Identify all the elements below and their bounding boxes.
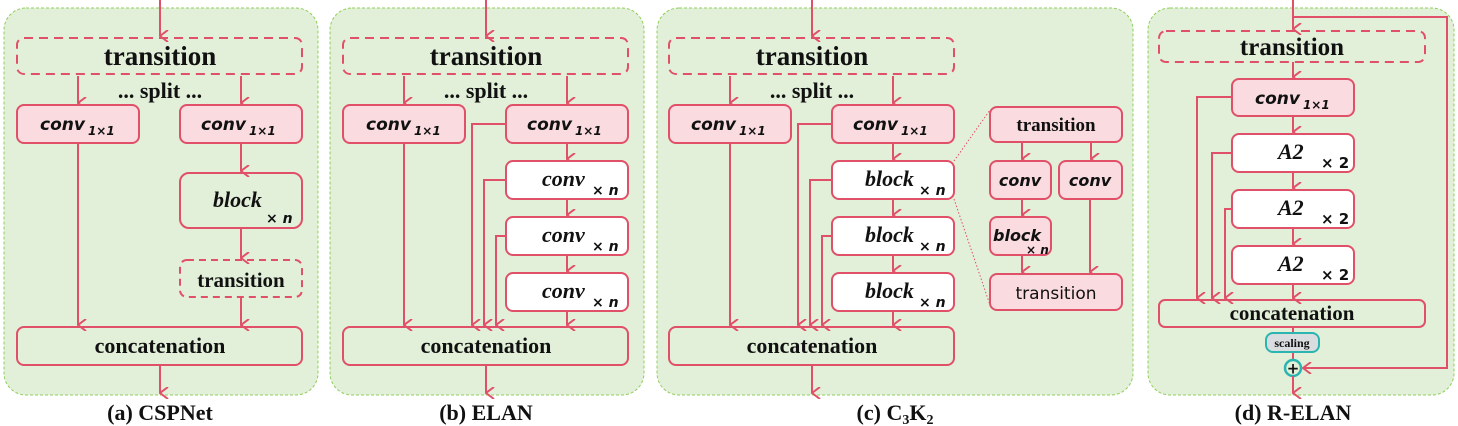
stack-label-2: block: [865, 222, 914, 247]
skip-edge: [1224, 208, 1232, 298]
block-label: block: [213, 187, 262, 212]
skip-edge: [1196, 96, 1232, 298]
stack-label-1: conv: [542, 166, 585, 191]
transition-box: [1158, 30, 1426, 63]
panel-caption: (a) CSPNet: [107, 400, 213, 425]
zoom-guide-line: [953, 198, 991, 306]
stack-multiplier-2: × n: [592, 239, 619, 255]
detail-block-multiplier: × n: [1026, 243, 1049, 257]
stack-multiplier-3: × n: [592, 295, 619, 311]
detail-transition-bottom-label: transition: [1016, 284, 1097, 304]
skip-edge: [483, 179, 506, 325]
add-symbol: +: [1287, 360, 1300, 378]
transition-label: transition: [756, 41, 869, 71]
stack-label-3: conv: [542, 278, 585, 303]
a2-label-3: A2: [1276, 251, 1304, 276]
stack-multiplier-1: × n: [592, 183, 619, 199]
concatenation-label: concatenation: [747, 333, 878, 358]
split-label: ... split ...: [118, 78, 202, 103]
block-detail: transition conv conv block × n transitio…: [989, 106, 1123, 311]
transition-box: [668, 37, 955, 75]
scaling-badge: [1265, 332, 1320, 353]
a2-multiplier-3: × 2: [1321, 266, 1349, 284]
panel-caption: (c) C3K2: [857, 400, 934, 426]
stack-label-2: conv: [542, 222, 585, 247]
transition-box: [16, 37, 303, 75]
transition-label: transition: [430, 41, 543, 71]
skip-edge: [1211, 152, 1232, 298]
a2-label-2: A2: [1276, 195, 1304, 220]
concatenation-label: concatenation: [1230, 301, 1355, 325]
panel-caption: (d) R-ELAN: [1235, 400, 1352, 425]
transition-small-label: transition: [197, 268, 285, 292]
skip-edge: [495, 235, 506, 325]
stack-label-1: block: [865, 166, 914, 191]
concatenation-label: concatenation: [95, 333, 226, 358]
detail-block-label: block: [993, 226, 1042, 245]
skip-edge: [471, 123, 506, 325]
stack-multiplier-3: × n: [919, 295, 946, 311]
stack-multiplier-2: × n: [919, 239, 946, 255]
stack-multiplier-1: × n: [919, 183, 946, 199]
panel-caption: (b) ELAN: [439, 400, 533, 425]
split-label: ... split ...: [770, 78, 854, 103]
stack-label-3: block: [865, 278, 914, 303]
transition-box: [342, 37, 629, 75]
detail-conv-left-box: [989, 160, 1052, 200]
scaling-label: scaling: [1274, 336, 1309, 350]
split-label: ... split ...: [444, 78, 528, 103]
detail-block-box: [989, 216, 1052, 256]
detail-transition-bottom-box: [989, 273, 1123, 311]
detail-transition-top-label: transition: [1016, 115, 1096, 136]
detail-transition-top-box: [989, 106, 1123, 143]
panel-background: [656, 7, 1134, 396]
a2-label-1: A2: [1276, 139, 1304, 164]
a2-multiplier-2: × 2: [1321, 210, 1349, 228]
residual-edge: [1292, 0, 1448, 368]
transition-label: transition: [1240, 34, 1344, 61]
skip-edge: [797, 123, 832, 325]
detail-conv-left-label: conv: [999, 171, 1042, 190]
detail-conv-right-label: conv: [1069, 171, 1112, 190]
a2-multiplier-1: × 2: [1321, 154, 1349, 172]
skip-edge: [821, 235, 832, 325]
block-multiplier: × n: [266, 211, 293, 227]
concatenation-label: concatenation: [421, 333, 552, 358]
skip-edge: [809, 179, 832, 325]
transition-label: transition: [104, 41, 217, 71]
